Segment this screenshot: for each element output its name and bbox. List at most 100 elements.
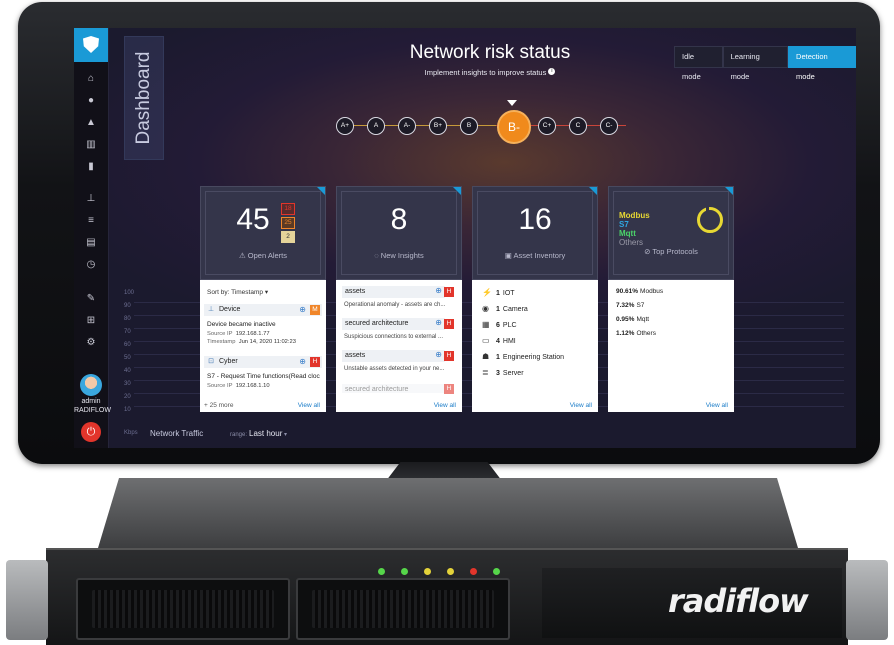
insights-card: 8 ◌ New Insights assets ⊕H Operational a… xyxy=(336,186,462,412)
database-icon[interactable]: ≡ xyxy=(88,215,94,226)
protocols-caption: ⊘ Top Protocols xyxy=(609,247,733,256)
insight-title[interactable]: assets xyxy=(342,286,445,298)
protocols-card-header[interactable]: Modbus S7 Mqtt Others ⊘ Top Protocols xyxy=(608,186,734,280)
view-all-alerts-link[interactable]: View all xyxy=(297,402,320,409)
status-led xyxy=(424,568,431,575)
alerts-card-header[interactable]: 45 18 25 2 ⚠ Open Alerts xyxy=(200,186,326,280)
timestamp-value: Jun 14, 2020 11:02:23 xyxy=(238,339,296,345)
scale-line-good xyxy=(346,125,496,126)
insight-desc: Unstable assets detected in your ne... xyxy=(344,366,445,372)
sort-select[interactable]: Sort by: Timestamp ▾ xyxy=(207,288,268,296)
iot-icon: ⚡ xyxy=(482,288,492,297)
status-led xyxy=(447,568,454,575)
warning-icon[interactable]: ▲ xyxy=(86,117,96,128)
wrench-icon[interactable]: ✎ xyxy=(86,293,96,304)
user-name: admin xyxy=(81,398,101,405)
traffic-unit: Kbps xyxy=(124,430,138,436)
protocols-caption-text: Top Protocols xyxy=(652,247,698,256)
link-icon[interactable]: ⊕ xyxy=(435,286,442,295)
more-alerts-link[interactable]: + 25 more xyxy=(204,402,234,409)
brand-logo: radiflow xyxy=(668,582,809,620)
avatar[interactable] xyxy=(80,374,102,396)
view-all-insights-link[interactable]: View all xyxy=(433,402,456,409)
chevron-down-icon: ▾ xyxy=(284,432,288,438)
home-icon[interactable]: ⌂ xyxy=(87,73,95,84)
bulb-icon[interactable]: ● xyxy=(87,95,95,106)
insights-card-header[interactable]: 8 ◌ New Insights xyxy=(336,186,462,280)
power-icon[interactable]: ⏻ xyxy=(81,422,101,442)
insight-title[interactable]: assets xyxy=(342,350,445,362)
report-icon[interactable]: ▤ xyxy=(86,237,96,248)
alert-item-header[interactable]: ⊡Cyber ⊕H xyxy=(204,356,322,368)
learning-mode-button[interactable]: Learning mode xyxy=(722,46,789,81)
page-title: Network risk status xyxy=(409,42,571,63)
alert-source: Source IP 192.168.1.77 xyxy=(207,331,270,337)
gear-icon[interactable]: ⚙ xyxy=(86,337,96,348)
range-select[interactable]: range:Last hour ▾ xyxy=(230,429,287,438)
legend-mqtt: Mqtt xyxy=(619,229,636,238)
idle-mode-button[interactable]: Idle mode xyxy=(674,46,723,81)
medium-alert-badge: 25 xyxy=(281,217,295,229)
appliance-top xyxy=(98,478,798,548)
protocol-label: Modbus xyxy=(640,288,664,295)
app-logo[interactable] xyxy=(74,28,108,62)
inventory-card-header[interactable]: 16 ▣ Asset Inventory xyxy=(472,186,598,280)
brand-panel xyxy=(542,568,842,638)
view-all-inventory-link[interactable]: View all xyxy=(569,402,592,409)
insight-desc: Suspicious connections to external ... xyxy=(344,334,444,340)
source-ip: 192.168.1.77 xyxy=(235,331,270,337)
insight-title[interactable]: secured architecture xyxy=(342,384,445,393)
info-icon[interactable]: i xyxy=(548,68,556,75)
clock-icon[interactable]: ◷ xyxy=(86,259,96,270)
grid-icon[interactable]: ⊞ xyxy=(86,315,96,326)
protocol-row: 0.95%Mqtt xyxy=(616,316,649,323)
alerts-list: Sort by: Timestamp ▾ ⊥Device ⊕M Device b… xyxy=(200,280,326,412)
y-tick: 40 xyxy=(124,368,131,374)
network-icon[interactable]: ⊥ xyxy=(86,193,96,204)
drive-grill xyxy=(312,590,494,628)
link-icon[interactable]: ⊕ xyxy=(299,357,306,366)
dashboard-screen: ⌂ ● ▲ ▥ ▮ ⊥ ≡ ▤ ◷ ✎ ⊞ ⚙ admin RADIFLOW ⏻… xyxy=(74,28,856,448)
grade-c: C xyxy=(569,117,587,135)
inventory-caption: ▣ Asset Inventory xyxy=(473,251,597,260)
view-all-protocols-link[interactable]: View all xyxy=(705,402,728,409)
link-icon[interactable]: ⊕ xyxy=(435,350,442,359)
server-icon: ≣ xyxy=(482,368,489,377)
shield-icon: ⊡ xyxy=(208,358,214,365)
subtitle-text: Implement insights to improve status xyxy=(424,68,547,77)
severity-badge: H xyxy=(444,319,454,329)
map-icon[interactable]: ▥ xyxy=(86,139,96,150)
bulb-icon: ◌ xyxy=(374,251,381,260)
bar-chart-icon[interactable]: ▮ xyxy=(88,161,94,172)
insight-title[interactable]: secured architecture xyxy=(342,318,445,330)
monitor: ⌂ ● ▲ ▥ ▮ ⊥ ≡ ▤ ◷ ✎ ⊞ ⚙ admin RADIFLOW ⏻… xyxy=(18,2,880,464)
traffic-title: Network Traffic xyxy=(150,429,204,438)
range-label: range: xyxy=(230,432,248,438)
source-label: Source IP xyxy=(207,383,233,389)
status-led xyxy=(493,568,500,575)
inventory-count: 16 xyxy=(518,203,552,236)
dashboard-tab[interactable]: Dashboard xyxy=(124,36,164,160)
link-icon[interactable]: ⊕ xyxy=(299,305,306,314)
time-label: Timestamp xyxy=(207,339,236,345)
protocol-label: Others xyxy=(636,330,656,337)
item-label: IOT xyxy=(502,290,515,297)
y-tick: 30 xyxy=(124,381,131,387)
insights-caption-text: New Insights xyxy=(380,251,424,260)
corner-marker xyxy=(725,187,733,195)
alert-item-header[interactable]: ⊥Device ⊕M xyxy=(204,304,322,316)
current-grade-pointer xyxy=(507,100,517,106)
grade-c-minus: C- xyxy=(600,117,618,135)
corner-marker xyxy=(453,187,461,195)
hmi-icon: ▭ xyxy=(482,336,490,345)
link-icon[interactable]: ⊕ xyxy=(435,318,442,327)
detection-mode-button[interactable]: Detection mode xyxy=(788,46,856,81)
protocols-list: 90.61%Modbus 7.32%S7 0.95%Mqtt 1.12%Othe… xyxy=(608,280,734,412)
